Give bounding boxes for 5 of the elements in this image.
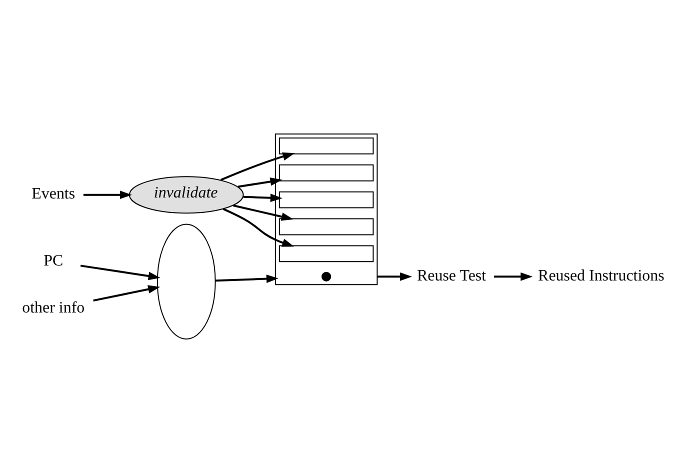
node-text: PC (44, 252, 64, 269)
node-text: Reuse Test (417, 266, 486, 284)
node-text: Reused Instructions (538, 266, 664, 284)
node-text: other info (22, 298, 85, 316)
node-text: Events (32, 185, 76, 202)
